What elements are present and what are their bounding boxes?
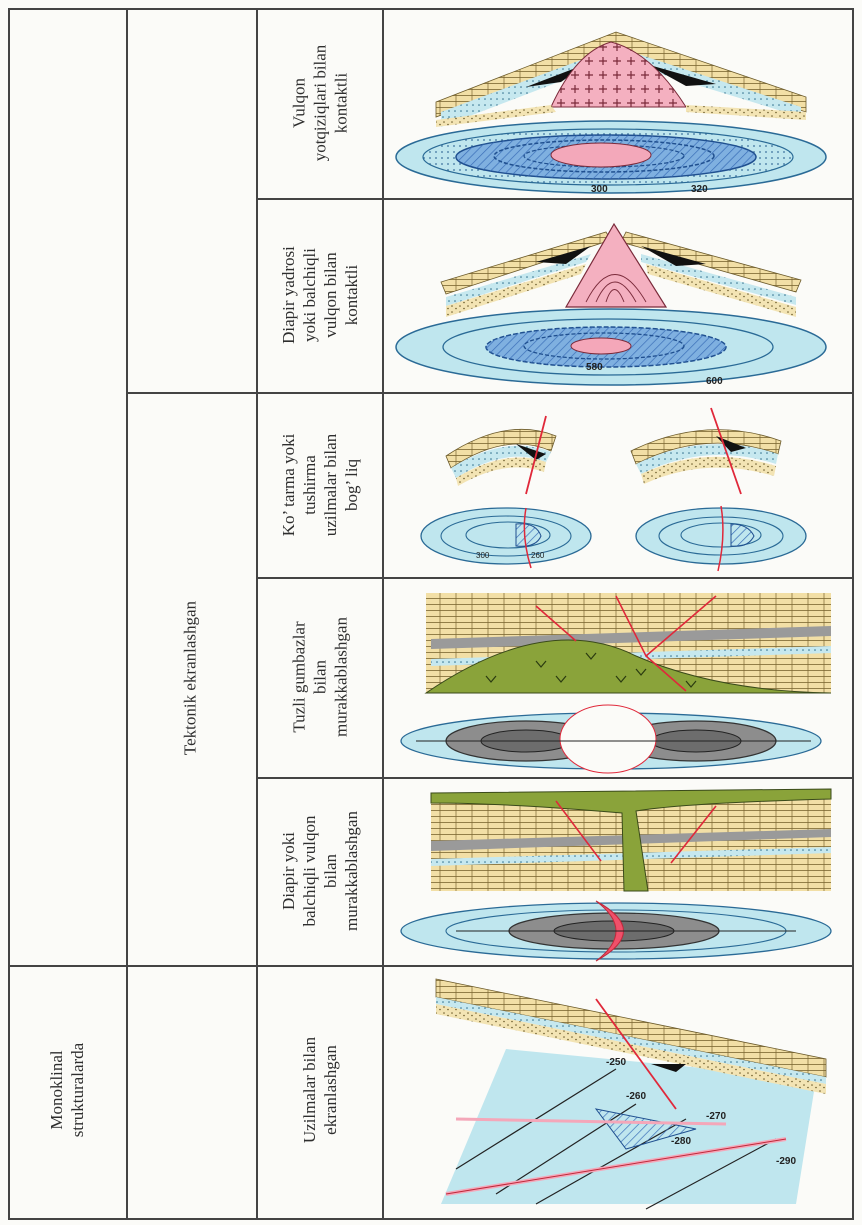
diapir-murakkab-figure [400, 788, 832, 962]
map-label: 580 [586, 362, 603, 373]
uzilmalar-section [435, 978, 827, 1110]
map-label: 320 [691, 184, 708, 195]
kotarma-figure: 300 260 [420, 407, 807, 572]
kotarma-map-a: 300 260 [420, 507, 592, 569]
map-label: 300 [591, 184, 608, 195]
grid-line [126, 8, 128, 1220]
map-label: -270 [706, 1111, 726, 1122]
diapir-kontakt-section [440, 222, 802, 317]
kotarma-section-a [445, 415, 557, 495]
group-monoklinal-label: Monoklinal strukturalarda [47, 1042, 87, 1138]
map-label: -250 [606, 1057, 626, 1068]
grid-line [8, 8, 853, 10]
diapir-murakkab-map [400, 900, 832, 962]
vulqon-figure: 300 320 [395, 31, 827, 195]
map-label: -260 [626, 1091, 646, 1102]
vulqon-section [435, 31, 807, 127]
grid-line [8, 965, 853, 967]
grid-line [256, 777, 853, 779]
uzilmalar-map: -250 -260 -270 -280 -290 [441, 1049, 816, 1210]
grid-line [256, 198, 853, 200]
kotarma-map-b [635, 505, 807, 572]
map-label: 260 [531, 551, 545, 560]
vulqon-map: 300 320 [395, 120, 827, 195]
type-tuzli-label: Tuzli gumbazlar bilan murakkablashgan [289, 617, 351, 737]
tuzli-section [424, 593, 832, 694]
group-tektonik-label: Tektonik ekranlashgan [180, 600, 200, 756]
grid-line [382, 8, 384, 1220]
grid-line [8, 1218, 853, 1220]
diapir-murakkab-section [430, 788, 832, 892]
type-diapir-kontakt-label: Diapir yadrosi yoki balchiqli vulqon bil… [279, 246, 361, 344]
type-diapir-murakkab-label: Diapir yoki balchiqli vulqon bilan murak… [279, 811, 361, 931]
tuzli-figure [400, 593, 832, 774]
grid-line [126, 392, 853, 394]
map-label: -290 [776, 1156, 796, 1167]
grid-line [256, 577, 853, 579]
grid-line [256, 8, 258, 1220]
map-label: 300 [476, 551, 490, 560]
tuzli-map [400, 704, 822, 774]
map-label: -280 [671, 1136, 691, 1147]
type-uzilmalar-label: Uzilmalar bilan ekranlashgan [300, 1036, 340, 1144]
grid-line [8, 8, 10, 1220]
uzilmalar-figure: -250 -260 -270 -280 -290 [435, 978, 827, 1210]
kotarma-section-b [630, 407, 782, 495]
diapir-kontakt-map: 580 600 [395, 308, 827, 387]
type-vulqon-label: Vulqon yotqiziqlari bilan kontaktli [289, 44, 351, 162]
diapir-kontakt-figure: 580 600 [395, 222, 827, 387]
map-label: 600 [706, 376, 723, 387]
grid-line [852, 8, 854, 1220]
type-kotarma-label: Ko’ tarma yoki tushirma uzilmalar bilan … [279, 433, 361, 537]
